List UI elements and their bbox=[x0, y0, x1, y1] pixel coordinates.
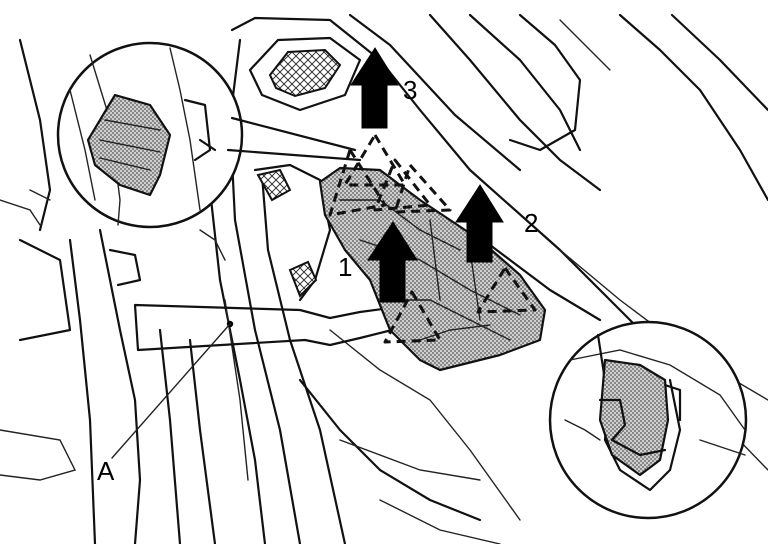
arrow-step-1 bbox=[367, 221, 418, 303]
clip-detail bbox=[598, 358, 670, 477]
removal-tool bbox=[111, 303, 394, 459]
step-2-label: 2 bbox=[524, 208, 538, 238]
clip-outline bbox=[476, 266, 537, 314]
clip-outline bbox=[328, 148, 387, 217]
clip-outline bbox=[383, 290, 442, 344]
labels: 3 2 1 A bbox=[97, 75, 538, 486]
cover-panel bbox=[318, 133, 547, 372]
detail-circle-upper bbox=[56, 41, 362, 229]
clip-outline bbox=[393, 163, 452, 214]
arrow-step-2 bbox=[455, 184, 504, 263]
callout-leader-line bbox=[111, 323, 231, 459]
clip-outline bbox=[373, 158, 432, 212]
detail-circle-lower bbox=[548, 320, 748, 520]
vehicle-structure bbox=[0, 13, 768, 544]
callout-a-label: A bbox=[97, 456, 115, 486]
step-1-label: 1 bbox=[338, 252, 352, 282]
direction-arrows bbox=[350, 47, 504, 303]
step-3-label: 3 bbox=[403, 75, 417, 105]
arrow-step-3 bbox=[350, 47, 399, 129]
